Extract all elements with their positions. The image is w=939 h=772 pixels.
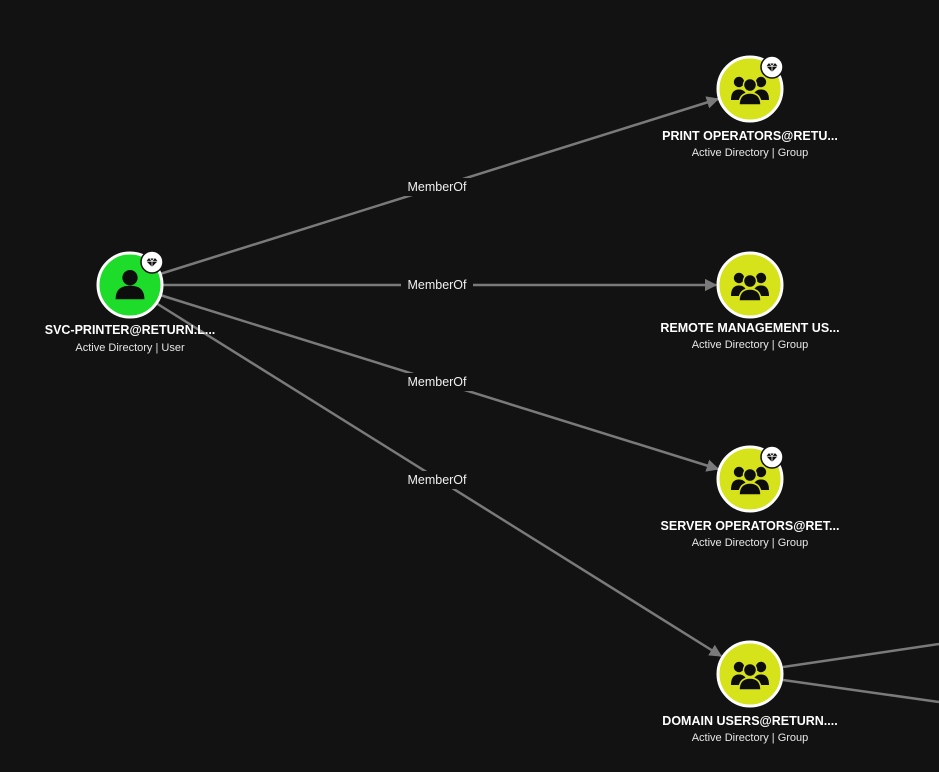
node-remote-management-users[interactable]: REMOTE MANAGEMENT US... Active Directory… [660, 251, 840, 351]
tier-zero-gem-icon [760, 445, 784, 469]
node-svc-printer[interactable]: SVC-PRINTER@RETURN.L... Active Directory… [45, 250, 216, 354]
node-type: Active Directory | User [75, 342, 185, 354]
node-server-operators[interactable]: SERVER OPERATORS@RET... Active Directory… [661, 445, 840, 549]
node-type: Active Directory | Group [692, 147, 809, 159]
node-name: REMOTE MANAGEMENT US... [660, 321, 839, 335]
node-name: DOMAIN USERS@RETURN.... [662, 714, 837, 728]
tier-zero-gem-icon [760, 55, 784, 79]
edge-memberof-domain-users[interactable]: MemberOf [155, 301, 723, 658]
node-type: Active Directory | Group [692, 732, 809, 744]
edge-label: MemberOf [407, 180, 467, 194]
tier-zero-gem-icon [140, 250, 164, 274]
edge-label: MemberOf [407, 278, 467, 292]
edge-memberof-print-operators[interactable]: MemberOf [159, 96, 720, 276]
node-name: SERVER OPERATORS@RET... [661, 519, 840, 533]
node-name: SVC-PRINTER@RETURN.L... [45, 323, 216, 337]
edge-label: MemberOf [407, 375, 467, 389]
edge-memberof-remote-management[interactable]: MemberOf [162, 276, 718, 294]
edge-label: MemberOf [407, 473, 467, 487]
node-domain-users[interactable]: DOMAIN USERS@RETURN.... Active Directory… [662, 640, 838, 744]
node-print-operators[interactable]: PRINT OPERATORS@RETU... Active Directory… [662, 55, 838, 159]
node-type: Active Directory | Group [692, 339, 809, 351]
edge-memberof-server-operators[interactable]: MemberOf [159, 293, 720, 472]
node-name: PRINT OPERATORS@RETU... [662, 129, 838, 143]
node-type: Active Directory | Group [692, 537, 809, 549]
edges-offscreen [782, 642, 939, 704]
